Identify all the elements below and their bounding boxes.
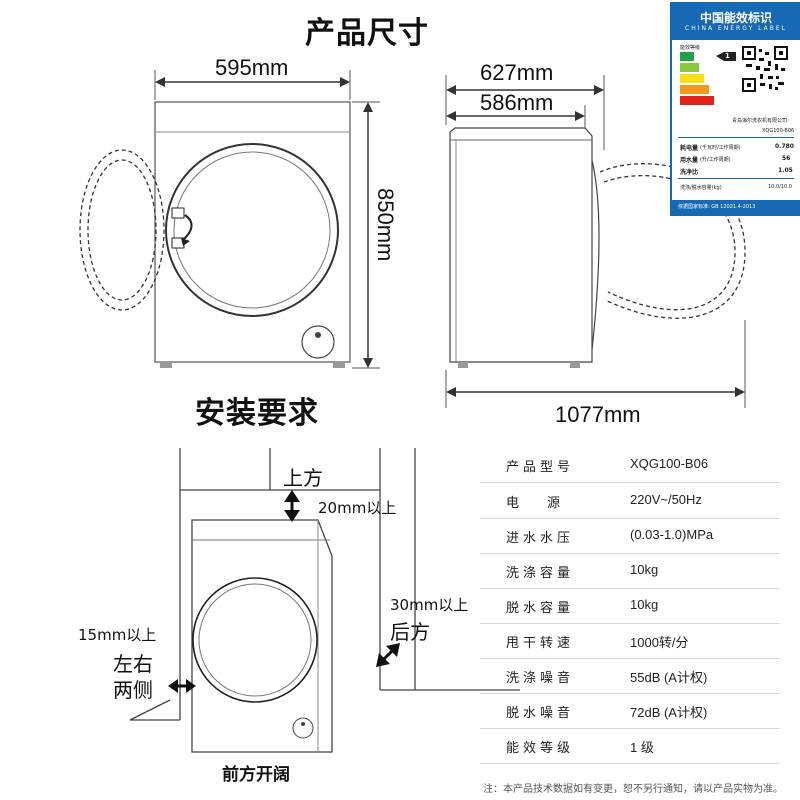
spec-value: 55dB (A计权) (630, 670, 708, 685)
product-size-title: 产品尺寸 (305, 16, 429, 51)
height-dimension: 850mm (373, 188, 398, 262)
width-dimension: 595mm (215, 55, 289, 80)
energy-label: 中国能效标识 CHINA ENERGY LABEL 能效等级 1 青岛海尔洗衣机… (670, 2, 800, 216)
energy-row-unit: (千瓦时/工作周期) (700, 145, 741, 151)
spec-row: 进水水压 (0.03-1.0)MPa (480, 518, 780, 554)
grade-bar-5 (680, 96, 714, 105)
spec-row: 洗涤容量 10kg (480, 553, 780, 589)
spec-key: 洗涤噪音 (506, 671, 575, 686)
front-label: 前方开阔 (222, 765, 290, 785)
spec-value: XQG100-B06 (630, 456, 709, 471)
spec-value: 72dB (A计权) (630, 705, 708, 720)
label-divider (678, 137, 794, 138)
spec-key: 能效等级 (506, 741, 575, 756)
spec-value: 10kg (630, 562, 659, 577)
spec-row: 甩干转速 1000转/分 (480, 623, 780, 659)
energy-grade-scale (680, 52, 736, 105)
side-gap-label: 15mm以上 (78, 626, 157, 644)
energy-row-value: 0.780 (775, 143, 794, 150)
energy-row-value: 1.05 (778, 167, 793, 174)
spec-row: 脱水噪音 72dB (A计权) (480, 693, 780, 729)
installation-title: 安装要求 (195, 396, 319, 431)
grade-bar-4 (680, 85, 709, 94)
spec-value: 10kg (630, 597, 659, 612)
spec-key: 甩干转速 (506, 636, 575, 651)
grade-bar-3 (680, 74, 704, 83)
grade-bar-1 (680, 52, 694, 61)
spec-row: 洗涤噪音 55dB (A计权) (480, 658, 780, 694)
grade-label: 能效等级 (680, 45, 701, 51)
grade-value: 1 (725, 52, 730, 60)
label-divider (678, 178, 794, 179)
grade-bar-2 (680, 63, 699, 72)
standard-text: 依据国家标准: GB 12021.4-2013 (678, 204, 756, 210)
spec-row: 能效等级 1 级 (480, 728, 780, 764)
back-label: 后方 (390, 620, 430, 644)
spec-value: (0.03-1.0)MPa (630, 527, 714, 542)
energy-label-header (672, 4, 800, 40)
spec-row: 电源 220V~/50Hz (480, 483, 780, 519)
manufacturer: 青岛海尔洗衣机有限公司 (732, 118, 788, 124)
energy-row-value: 56 (782, 155, 791, 162)
side-label-2: 两侧 (113, 678, 153, 702)
spec-key: 进水水压 (506, 531, 575, 546)
spec-key: 脱水容量 (506, 601, 575, 616)
footnote: 注：本产品技术数据如有变更，恕不另行通知，请以产品实物为准。 (483, 784, 783, 795)
spec-key: 洗涤容量 (506, 566, 575, 581)
model-number: XQG100-B06 (762, 128, 795, 134)
capacity-label: 洗涤/脱水容量(kg) (680, 185, 722, 191)
side-label-1: 左右 (113, 652, 153, 676)
spec-value: 220V~/50Hz (630, 492, 702, 507)
spec-value: 1 级 (630, 740, 654, 755)
depth-door-open-dimension: 1077mm (555, 402, 641, 427)
spec-row: 产品型号 XQG100-B06 (480, 447, 780, 483)
back-gap-label: 30mm以上 (390, 596, 469, 614)
energy-row-unit: (升/工作周期) (700, 157, 731, 163)
energy-label-subtitle: CHINA ENERGY LABEL (685, 25, 787, 32)
spec-key: 电源 (506, 496, 589, 511)
spec-value: 1000转/分 (630, 635, 689, 650)
depth-total-dimension: 627mm (480, 60, 554, 85)
capacity-value: 10.0/10.0 (768, 184, 792, 190)
top-label: 上方 (283, 466, 323, 490)
energy-row-key: 耗电量 (680, 145, 699, 152)
depth-body-dimension: 586mm (480, 90, 554, 115)
energy-row-key: 用水量 (680, 157, 699, 164)
top-gap-label: 20mm以上 (318, 499, 397, 517)
spec-row: 脱水容量 10kg (480, 588, 780, 624)
spec-key: 产品型号 (506, 460, 575, 475)
grade-pointer (716, 52, 736, 61)
spec-key: 脱水噪音 (506, 706, 575, 721)
energy-label-footer: 依据国家标准: GB 12021.4-2013 (672, 200, 800, 214)
qr-code-icon (742, 46, 788, 92)
energy-row-key: 洗净比 (680, 169, 699, 176)
energy-label-title: 中国能效标识 (699, 11, 772, 25)
